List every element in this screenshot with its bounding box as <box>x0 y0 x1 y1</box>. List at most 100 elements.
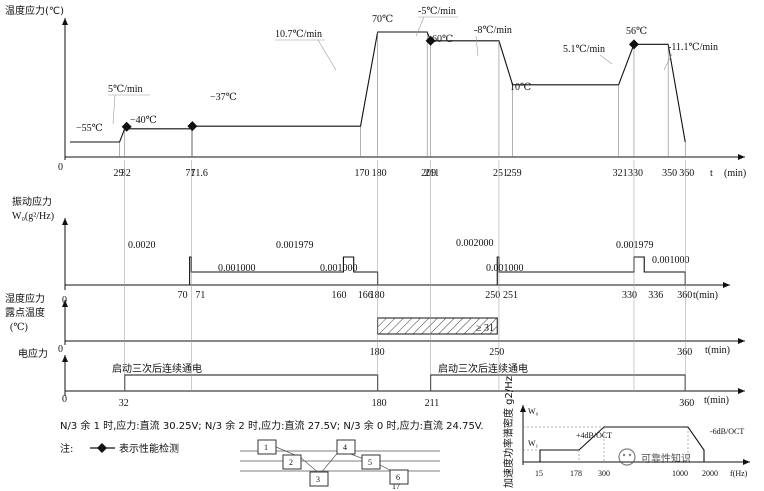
temp-tick-label: 32 <box>121 168 131 179</box>
sequence-box-label: 6 <box>396 473 400 482</box>
diamond-icon <box>97 443 107 453</box>
sequence-box <box>336 439 356 455</box>
sequence-box-label: 2 <box>289 458 293 467</box>
sequence-box <box>361 454 381 470</box>
vib-value-label: 0.001979 <box>276 240 314 251</box>
sequence-sketch: 1 2 3 4 5 6 17 <box>240 439 440 491</box>
alignment-guides <box>124 160 686 391</box>
hum-value-label: ≥ 31 <box>476 323 494 334</box>
elec-origin: 0 <box>62 394 67 405</box>
temp-drop-lines <box>119 32 686 157</box>
vib-value-label: 0.001000 <box>320 263 358 274</box>
level-label: −37℃ <box>210 92 237 103</box>
vib-unit-label: t(min) <box>693 290 718 301</box>
legend-prefix: 注: <box>60 442 73 455</box>
vib-tick-label: 180 <box>370 290 385 301</box>
inset-xtick: 2000 <box>702 469 718 478</box>
sequence-box <box>309 471 329 487</box>
sequence-box-label: 4 <box>343 443 347 452</box>
hum-origin: 0 <box>58 344 63 355</box>
vib-value-label: 0.001000 <box>486 263 524 274</box>
inset-slope-up: +4dB/OCT <box>576 431 612 440</box>
vib-value-label: 0.001000 <box>652 255 690 266</box>
inset-xunit: f(Hz) <box>730 469 748 478</box>
temp-tick-label: 29 <box>114 168 124 179</box>
vib-tick-label: 330 <box>622 290 637 301</box>
temp-tick-label: 350 <box>662 168 677 179</box>
rate-label: -5℃/min <box>418 6 456 17</box>
elec-unit-label: t(min) <box>704 395 729 406</box>
psd-inset: 加速度功率谱密度 g2/Hz W₀ W₁ +4dB/OCT -6dB/OCT 1… <box>502 376 750 488</box>
vib-value-label: 0.001000 <box>218 263 256 274</box>
level-label: −55℃ <box>76 123 103 134</box>
hum-tick-label: 250 <box>489 347 504 358</box>
temp-tick-label: 259 <box>507 168 522 179</box>
elec-segment-label: 启动三次后连续通电 <box>112 362 202 375</box>
vibration-profile-line <box>189 256 686 286</box>
vib-tick-label: 160 <box>331 290 346 301</box>
hum-axis-unit: (℃) <box>10 322 28 333</box>
temp-tick-label: 321 <box>613 168 628 179</box>
level-label: 70℃ <box>372 14 393 25</box>
watermark: 可靠性知识 <box>618 448 691 466</box>
temp-tick-label: 211 <box>425 168 440 179</box>
vib-axis-unit: W₀(g²/Hz) <box>12 211 54 222</box>
vib-tick-label: 71 <box>195 290 205 301</box>
rate-label: -11.1℃/min <box>668 42 718 53</box>
hum-tick-label: 360 <box>677 347 692 358</box>
elec-axis-label: 电应力 <box>18 347 48 360</box>
electric-on-segment <box>124 374 379 391</box>
vib-value-label: 0.001979 <box>616 240 654 251</box>
vib-tick-label: 251 <box>503 290 518 301</box>
sequence-box-label: 1 <box>264 443 268 452</box>
temp-axis-label: 温度应力(℃) <box>5 4 64 17</box>
vib-tick-label: 250 <box>485 290 500 301</box>
inset-xtick: 1000 <box>672 469 688 478</box>
elec-tick-label: 211 <box>425 398 440 409</box>
inset-w0: W₀ <box>528 407 539 416</box>
rate-leader <box>663 53 673 71</box>
hum-axis-label: 湿度应力 <box>5 292 45 305</box>
rate-leader <box>112 94 116 125</box>
performance-check-markers <box>121 35 639 132</box>
temp-origin: 0 <box>58 162 63 173</box>
vib-value-label: 0.002000 <box>456 238 494 249</box>
rate-label: 10.7℃/min <box>275 29 322 40</box>
sequence-box <box>282 454 302 470</box>
hum-unit-label: t(min) <box>705 345 730 356</box>
sequence-box-label: 3 <box>316 475 320 484</box>
level-label: 60℃ <box>432 34 453 45</box>
inset-xtick: 15 <box>535 469 543 478</box>
watermark-text: 可靠性知识 <box>641 452 691 465</box>
vib-tick-label: 70 <box>178 290 188 301</box>
inset-y-label: 加速度功率谱密度 g2/Hz <box>502 376 515 488</box>
sequence-box-label: 5 <box>368 458 372 467</box>
diamond-marker <box>628 39 639 50</box>
hum-tick-labels: 180 250 360 <box>370 347 693 358</box>
hum-tick-label: 180 <box>370 347 385 358</box>
wechat-icon <box>618 448 636 466</box>
temp-tick-label: 209 <box>421 168 436 179</box>
inset-xtick: 300 <box>598 469 610 478</box>
legend-text: 表示性能检测 <box>119 442 179 455</box>
rate-leader <box>475 35 479 57</box>
vib-tick-label: 166 <box>358 290 373 301</box>
temp-tick-label: 251 <box>493 168 508 179</box>
rate-label: 5.1℃/min <box>563 44 605 55</box>
inset-w1: W₁ <box>528 439 539 448</box>
temp-tick-label: 330 <box>628 168 643 179</box>
level-label: −40℃ <box>130 115 157 126</box>
rate-label: 5℃/min <box>108 84 143 95</box>
temp-tick-label: 71 <box>185 168 195 179</box>
rate-leader <box>415 16 425 37</box>
sequence-box-label: 17 <box>392 482 400 491</box>
temp-tick-label: 71.6 <box>190 168 208 179</box>
rate-leader <box>317 39 337 71</box>
level-label: 56℃ <box>626 26 647 37</box>
